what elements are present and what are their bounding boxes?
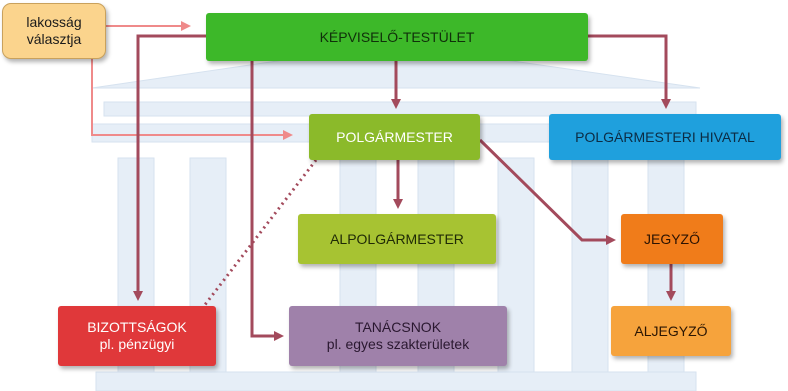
deputy-notary-label: ALJEGYZŐ bbox=[634, 322, 708, 339]
dotted-link-mayor-committees bbox=[202, 159, 318, 307]
voters-box: lakosság választja bbox=[2, 3, 106, 59]
board-box: KÉPVISELŐ-TESTÜLET bbox=[206, 13, 588, 61]
arrow-mayor-to-notary bbox=[478, 138, 616, 245]
committees-line-1: BIZOTTSÁGOK bbox=[87, 319, 187, 335]
voters-line-2: választja bbox=[26, 31, 82, 47]
council-member-line-2: pl. egyes szakterületek bbox=[326, 336, 470, 352]
mayor-label: POLGÁRMESTER bbox=[336, 128, 453, 145]
arrow-board-to-council-member bbox=[250, 61, 284, 341]
arrow-board-to-office bbox=[588, 34, 671, 109]
deputy-mayor-box: ALPOLGÁRMESTER bbox=[298, 214, 496, 264]
mayors-office-label: POLGÁRMESTERI HIVATAL bbox=[575, 128, 755, 145]
deputy-notary-box: ALJEGYZŐ bbox=[611, 306, 731, 356]
committees-line-2: pl. pénzügyi bbox=[99, 336, 175, 352]
committees-box: BIZOTTSÁGOK pl. pénzügyi bbox=[58, 306, 216, 366]
mayors-office-box: POLGÁRMESTERI HIVATAL bbox=[549, 114, 781, 160]
voters-line-1: lakosság bbox=[26, 14, 82, 30]
arrow-voters-to-mayor bbox=[91, 59, 293, 140]
mayor-box: POLGÁRMESTER bbox=[309, 114, 480, 160]
board-label: KÉPVISELŐ-TESTÜLET bbox=[319, 28, 475, 45]
deputy-mayor-label: ALPOLGÁRMESTER bbox=[330, 230, 464, 247]
council-member-line-1: TANÁCSNOK bbox=[354, 319, 442, 335]
notary-label: JEGYZŐ bbox=[643, 230, 700, 247]
council-member-box: TANÁCSNOK pl. egyes szakterületek bbox=[289, 306, 507, 366]
arrow-board-to-committees bbox=[133, 34, 206, 301]
notary-box: JEGYZŐ bbox=[621, 214, 723, 264]
